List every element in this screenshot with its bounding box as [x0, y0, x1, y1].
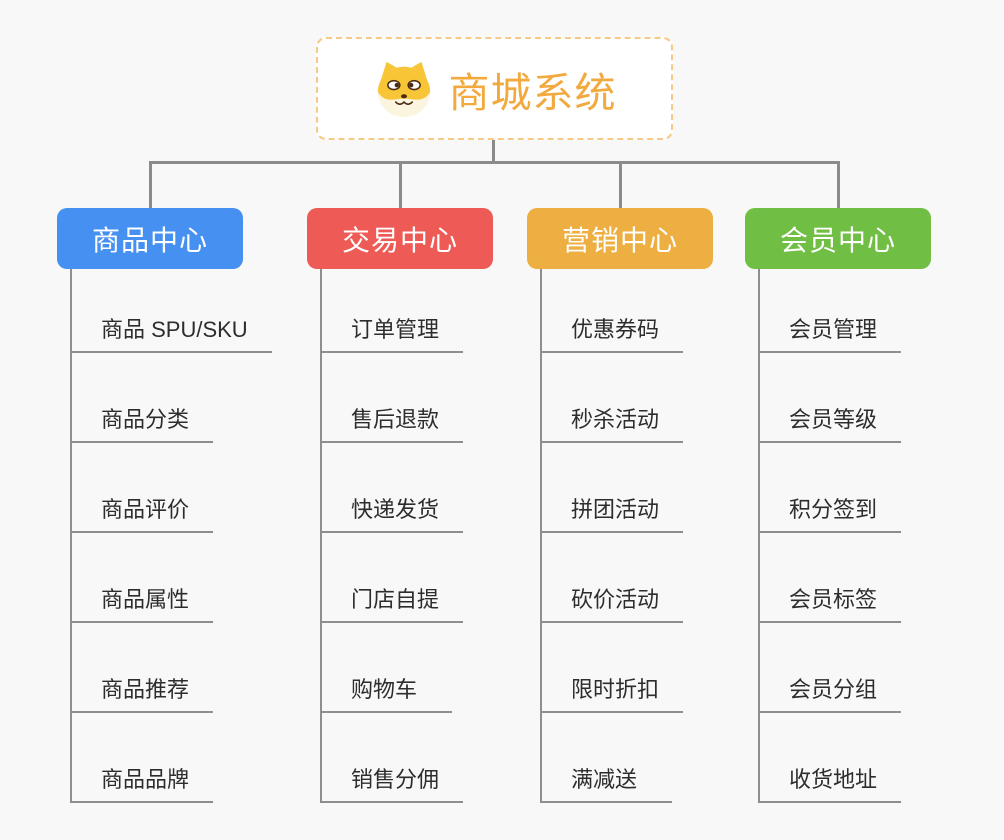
sub-item[interactable]: 砍价活动	[542, 533, 684, 623]
sub-item[interactable]: 购物车	[322, 623, 452, 713]
branch-item-list-3: 会员管理会员等级积分签到会员标签会员分组收货地址	[758, 269, 902, 803]
branch-drop-line-1	[398, 161, 402, 208]
sub-item[interactable]: 会员分组	[760, 623, 902, 713]
sub-item[interactable]: 售后退款	[322, 353, 464, 443]
sub-item[interactable]: 会员管理	[760, 269, 902, 353]
branch-drop-line-3	[836, 161, 840, 208]
sub-item[interactable]: 优惠券码	[542, 269, 684, 353]
sub-item[interactable]: 快递发货	[322, 443, 464, 533]
branch-item-list-1: 订单管理售后退款快递发货门店自提购物车销售分佣	[320, 269, 464, 803]
sub-item[interactable]: 限时折扣	[542, 623, 684, 713]
branch-node-3[interactable]: 会员中心	[745, 208, 931, 269]
sub-item[interactable]: 订单管理	[322, 269, 464, 353]
sub-item[interactable]: 积分签到	[760, 443, 902, 533]
branch-node-2[interactable]: 营销中心	[527, 208, 713, 269]
sub-item[interactable]: 商品分类	[72, 353, 214, 443]
sub-item[interactable]: 商品推荐	[72, 623, 214, 713]
sub-item[interactable]: 商品属性	[72, 533, 214, 623]
sub-item[interactable]: 拼团活动	[542, 443, 684, 533]
sub-item[interactable]: 满减送	[542, 713, 672, 803]
branch-drop-line-0	[148, 161, 152, 208]
root-title: 商城系统	[448, 69, 617, 116]
branch-node-0[interactable]: 商品中心	[57, 208, 243, 269]
sub-item[interactable]: 会员标签	[760, 533, 902, 623]
sub-item[interactable]: 收货地址	[760, 713, 902, 803]
sub-item[interactable]: 销售分佣	[322, 713, 464, 803]
root-node[interactable]: 商城系统	[316, 37, 673, 140]
branch-item-list-2: 优惠券码秒杀活动拼团活动砍价活动限时折扣满减送	[540, 269, 684, 803]
sub-item[interactable]: 门店自提	[322, 533, 464, 623]
horizontal-bar-line	[148, 161, 840, 164]
shiba-dog-icon	[377, 61, 430, 117]
sub-item[interactable]: 会员等级	[760, 353, 902, 443]
sub-item[interactable]: 商品评价	[72, 443, 214, 533]
branch-node-1[interactable]: 交易中心	[307, 208, 493, 269]
branch-drop-line-2	[618, 161, 622, 208]
sub-item[interactable]: 商品品牌	[72, 713, 214, 803]
sub-item[interactable]: 秒杀活动	[542, 353, 684, 443]
sub-item[interactable]: 商品 SPU/SKU	[72, 269, 272, 353]
root-drop-line	[491, 140, 495, 164]
